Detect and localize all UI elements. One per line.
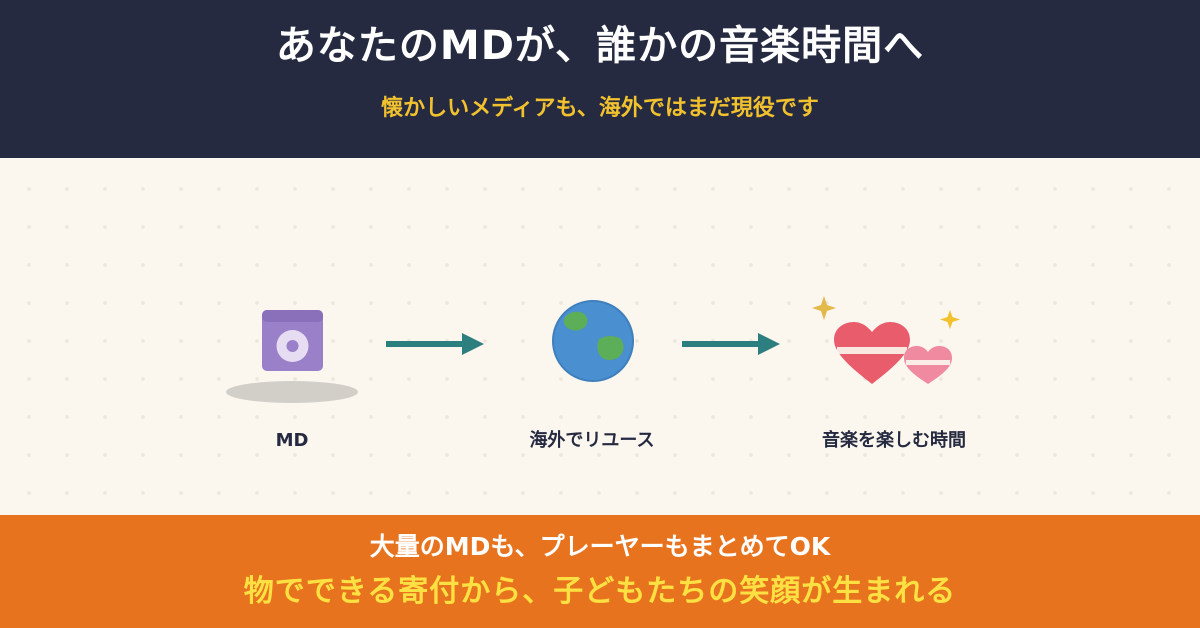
footer-tagline: 物でできる寄付から、子どもたちの笑顔が生まれる	[243, 574, 957, 609]
step-label-reuse: 海外でリユース	[529, 430, 655, 451]
hearts-icon	[812, 296, 960, 384]
footer-message: 大量のMDも、プレーヤーもまとめてOK	[369, 532, 831, 561]
arrow-right-icon	[386, 333, 484, 355]
minidisc-icon	[226, 310, 358, 403]
globe-icon	[552, 300, 634, 382]
footer-banner	[0, 515, 1200, 628]
page-subtitle: 懐かしいメディアも、海外ではまだ現役です	[381, 96, 819, 121]
page-title: あなたのMDが、誰かの音楽時間へ	[275, 23, 925, 69]
step-label-md: MD	[275, 430, 309, 451]
step-label-music-time: 音楽を楽しむ時間	[822, 430, 966, 451]
arrow-right-icon	[682, 333, 780, 355]
header-banner	[0, 0, 1200, 158]
